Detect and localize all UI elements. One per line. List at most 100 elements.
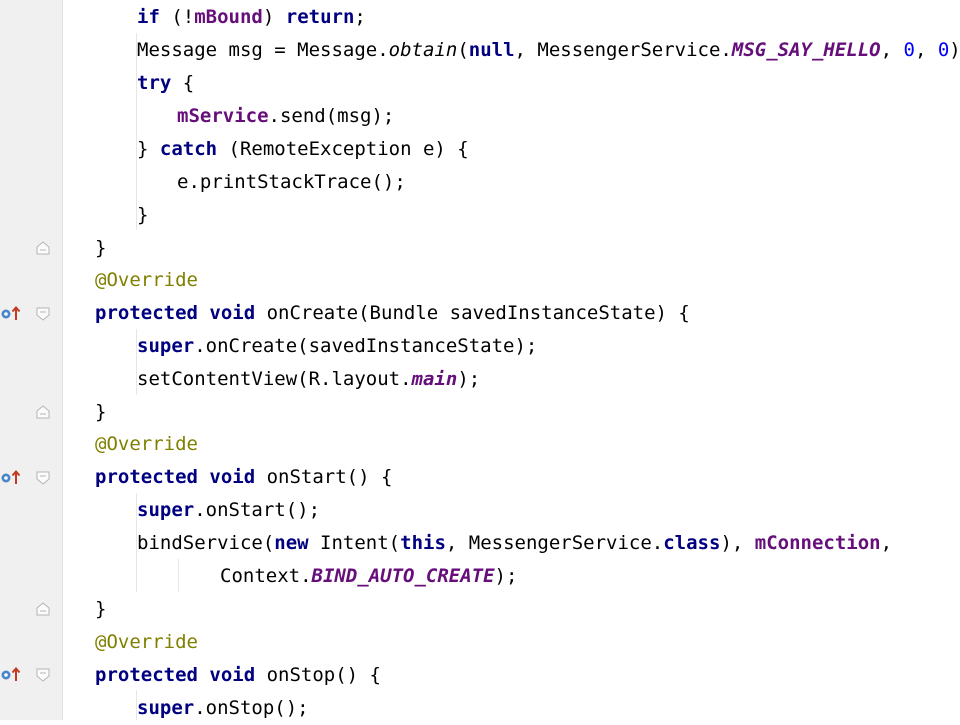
- code-line[interactable]: if (!mBound) return;: [137, 1, 366, 34]
- annotation-token: @Override: [95, 631, 198, 653]
- keyword-token: null: [468, 39, 515, 61]
- code-text: [198, 466, 209, 488]
- annotation-token: @Override: [95, 269, 198, 291]
- code-text: Context.: [220, 565, 312, 587]
- code-editor[interactable]: if (!mBound) return; Message msg = Messa…: [63, 0, 960, 720]
- override-up-arrow-icon[interactable]: [0, 468, 24, 486]
- indent-guide: [136, 99, 137, 132]
- keyword-token: try: [137, 72, 172, 94]
- indent-guide: [136, 493, 137, 592]
- code-line[interactable]: }: [137, 199, 148, 232]
- code-text: ): [262, 6, 286, 28]
- code-line[interactable]: protected void onCreate(Bundle savedInst…: [95, 297, 690, 330]
- code-text: );: [494, 565, 518, 587]
- constant-token: main: [411, 368, 458, 390]
- code-line[interactable]: Message msg = Message.obtain(null, Messe…: [137, 34, 960, 67]
- keyword-token: protected: [95, 466, 198, 488]
- code-text: , MessengerService.: [514, 39, 732, 61]
- code-text: .onStart();: [194, 499, 321, 521]
- number-literal: 0: [903, 39, 915, 61]
- code-text: ;: [354, 6, 366, 28]
- gutter-divider: [62, 0, 63, 720]
- keyword-token: super: [137, 335, 195, 357]
- keyword-token: super: [137, 499, 195, 521]
- code-text: }: [137, 204, 149, 226]
- indent-guide: [136, 690, 137, 720]
- code-text: onStart() {: [255, 466, 393, 488]
- keyword-token: void: [209, 302, 256, 324]
- fold-toggle-icon[interactable]: [36, 602, 50, 616]
- fold-toggle-icon[interactable]: [36, 471, 50, 485]
- code-text: (: [457, 39, 469, 61]
- keyword-token: catch: [159, 138, 218, 160]
- code-line[interactable]: }: [95, 396, 106, 429]
- code-text: .onCreate(savedInstanceState);: [194, 335, 538, 357]
- field-token: mConnection: [754, 532, 881, 554]
- keyword-token: if: [137, 6, 160, 28]
- fold-toggle-icon[interactable]: [36, 307, 50, 321]
- keyword-token: this: [400, 532, 446, 554]
- annotation-token: @Override: [95, 433, 198, 455]
- code-text: .onStop();: [194, 697, 309, 719]
- code-line[interactable]: @Override: [95, 264, 198, 297]
- code-line[interactable]: Context.BIND_AUTO_CREATE);: [220, 560, 517, 593]
- code-text: }: [137, 138, 160, 160]
- code-line[interactable]: } catch (RemoteException e) {: [137, 133, 469, 166]
- keyword-token: class: [663, 532, 721, 554]
- fold-toggle-icon[interactable]: [36, 241, 50, 255]
- code-text: );: [949, 39, 960, 61]
- code-line[interactable]: }: [95, 232, 106, 265]
- keyword-token: protected: [95, 664, 198, 686]
- code-line[interactable]: super.onStop();: [137, 692, 309, 725]
- code-line[interactable]: super.onCreate(savedInstanceState);: [137, 330, 537, 363]
- code-text: [198, 664, 209, 686]
- code-text: ,: [914, 39, 938, 61]
- code-line[interactable]: try {: [137, 67, 194, 100]
- code-line[interactable]: }: [95, 593, 106, 626]
- code-line[interactable]: @Override: [95, 428, 198, 461]
- code-text: ,: [880, 39, 904, 61]
- code-text: onCreate(Bundle savedInstanceState) {: [255, 302, 690, 324]
- code-text: );: [457, 368, 481, 390]
- code-text: bindService(: [137, 532, 275, 554]
- code-line[interactable]: bindService(new Intent(this, MessengerSe…: [137, 527, 892, 560]
- code-line[interactable]: protected void onStart() {: [95, 461, 392, 494]
- code-line[interactable]: @Override: [95, 626, 198, 659]
- keyword-token: new: [274, 532, 309, 554]
- code-line[interactable]: protected void onStop() {: [95, 659, 381, 692]
- fold-toggle-icon[interactable]: [36, 405, 50, 419]
- field-token: mBound: [194, 6, 263, 28]
- code-text: , MessengerService.: [445, 532, 664, 554]
- code-text: ,: [880, 532, 893, 554]
- constant-token: BIND_AUTO_CREATE: [311, 565, 495, 587]
- code-text: ),: [720, 532, 755, 554]
- code-line[interactable]: setContentView(R.layout.main);: [137, 363, 480, 396]
- code-line[interactable]: super.onStart();: [137, 494, 320, 527]
- code-text: .send(msg);: [268, 105, 395, 127]
- override-up-arrow-icon[interactable]: [0, 665, 24, 683]
- code-text: {: [171, 72, 195, 94]
- code-line[interactable]: mService.send(msg);: [177, 100, 394, 133]
- code-text: Message msg = Message.: [137, 39, 389, 61]
- field-token: mService: [177, 105, 269, 127]
- editor-gutter: [0, 0, 62, 720]
- keyword-token: void: [209, 466, 256, 488]
- indent-guide: [178, 559, 179, 592]
- constant-token: MSG_SAY_HELLO: [731, 39, 881, 61]
- number-literal: 0: [937, 39, 950, 61]
- keyword-token: void: [209, 664, 256, 686]
- code-text: }: [95, 237, 107, 259]
- code-text: (!: [159, 6, 195, 28]
- code-text: e.printStackTrace();: [177, 171, 406, 193]
- keyword-token: protected: [95, 302, 198, 324]
- code-text: setContentView(R.layout.: [137, 368, 412, 390]
- static-method-token: obtain: [388, 39, 458, 61]
- indent-guide: [136, 165, 137, 198]
- indent-guide: [136, 329, 137, 395]
- keyword-token: super: [137, 697, 195, 719]
- fold-toggle-icon[interactable]: [36, 668, 50, 682]
- keyword-token: return: [285, 6, 355, 28]
- override-up-arrow-icon[interactable]: [0, 304, 24, 322]
- code-line[interactable]: e.printStackTrace();: [177, 166, 406, 199]
- code-text: (RemoteException e) {: [217, 138, 469, 160]
